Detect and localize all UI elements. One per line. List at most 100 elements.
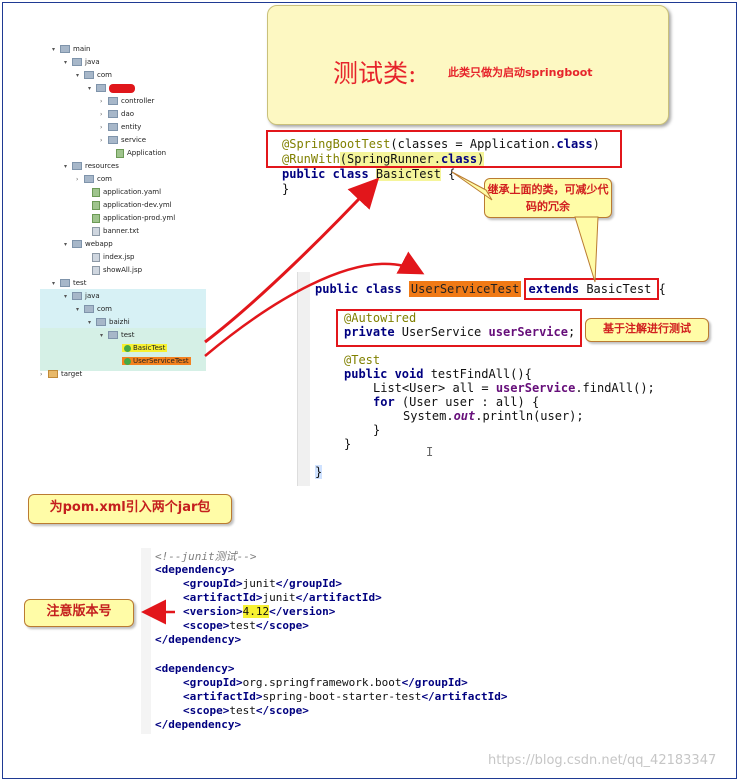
tree-item-application[interactable]: Application bbox=[108, 147, 166, 160]
code-line: public void testFindAll(){ bbox=[344, 367, 532, 381]
yaml-file-icon bbox=[92, 213, 100, 223]
code-line: @SpringBootTest(classes = Application.cl… bbox=[282, 137, 600, 151]
code-line: <artifactId>junit</artifactId> bbox=[183, 591, 382, 604]
jsp-file-icon bbox=[92, 252, 100, 262]
tree-item-webapp[interactable]: ▾webapp bbox=[64, 240, 113, 248]
code-line: private UserService userService; bbox=[344, 325, 576, 339]
extends-highlight-box bbox=[524, 278, 659, 300]
tree-item-entity[interactable]: ›entity bbox=[100, 123, 142, 131]
code-line: <scope>test</scope> bbox=[183, 619, 309, 632]
tree-item-resources-com[interactable]: ›com bbox=[76, 175, 112, 183]
watermark: https://blog.csdn.net/qq_42183347 bbox=[488, 753, 717, 768]
code-line: public class UserServiceTest extends Bas… bbox=[315, 281, 666, 297]
pom-code: <!--junit测试--> <dependency> <groupId>jun… bbox=[133, 545, 565, 735]
annotation-highlight-box bbox=[266, 130, 622, 168]
class-icon bbox=[124, 357, 131, 365]
code-line: List<User> all = userService.findAll(); bbox=[373, 381, 655, 395]
code-line: System.out.println(user); bbox=[403, 409, 584, 423]
note-title: 测试类: bbox=[333, 59, 417, 88]
pom-callout: 为pom.xml引入两个jar包 bbox=[28, 494, 232, 524]
code-line: <groupId>junit</groupId> bbox=[183, 577, 342, 590]
code-line: <groupId>org.springframework.boot</group… bbox=[183, 676, 468, 689]
userservicetest-code: public class UserServiceTest extends Bas… bbox=[297, 272, 686, 486]
tree-item-target[interactable]: ›target bbox=[40, 370, 83, 378]
tree-item-controller[interactable]: ›controller bbox=[100, 97, 155, 105]
code-line: <!--junit测试--> bbox=[155, 550, 257, 563]
tree-item-application-prod[interactable]: application-prod.yml bbox=[84, 212, 175, 225]
tree-item-showall-jsp[interactable]: showAll.jsp bbox=[84, 264, 142, 277]
annotation-callout: 基于注解进行测试 bbox=[585, 318, 709, 342]
code-line: } bbox=[373, 423, 381, 437]
arrow-basictest-to-code bbox=[204, 177, 380, 344]
package-icon bbox=[108, 136, 118, 144]
code-line: <scope>test</scope> bbox=[183, 704, 309, 717]
tree-item-application-dev[interactable]: application-dev.yml bbox=[84, 199, 172, 212]
code-line: <version>4.12</version> bbox=[183, 605, 336, 618]
code-line: } bbox=[315, 465, 323, 479]
package-icon bbox=[108, 97, 118, 105]
tree-item-java[interactable]: ▾java bbox=[64, 58, 100, 66]
inherit-callout: 继承上面的类，可减少代码的冗余 bbox=[484, 178, 612, 218]
code-line: } bbox=[282, 182, 290, 196]
tree-item-baizhi[interactable]: ▾baizhi bbox=[88, 318, 130, 326]
tree-item-test[interactable]: ▾test bbox=[52, 279, 87, 287]
text-cursor: I bbox=[426, 445, 434, 459]
project-tree: ▾main ▾java ▾com ▾ ›controller ›dao ›ent… bbox=[38, 40, 206, 382]
tree-item-dao[interactable]: ›dao bbox=[100, 110, 135, 118]
code-line: @Autowired bbox=[344, 311, 417, 325]
package-icon bbox=[108, 110, 118, 118]
package-icon bbox=[84, 175, 94, 183]
class-icon bbox=[124, 344, 131, 352]
folder-icon bbox=[72, 58, 82, 66]
code-line: <dependency> bbox=[155, 563, 235, 576]
package-icon bbox=[108, 331, 118, 339]
note-subtitle: 此类只做为启动springboot bbox=[448, 66, 593, 79]
code-line: @RunWith(SpringRunner.class) bbox=[282, 152, 485, 166]
package-icon bbox=[84, 71, 94, 79]
folder-icon bbox=[48, 370, 58, 378]
spring-class-icon bbox=[116, 148, 124, 158]
code-line: @Test bbox=[344, 353, 381, 367]
version-callout: 注意版本号 bbox=[24, 599, 134, 627]
tree-item-redacted-package[interactable]: ▾ bbox=[88, 82, 135, 95]
folder-icon bbox=[72, 162, 82, 170]
tree-item-application-yaml[interactable]: application.yaml bbox=[84, 186, 161, 199]
code-line: </dependency> bbox=[155, 718, 242, 731]
tree-item-basictest[interactable]: BasicTest bbox=[122, 342, 168, 355]
package-icon bbox=[96, 84, 106, 92]
tree-item-index-jsp[interactable]: index.jsp bbox=[84, 251, 134, 264]
code-line: for (User user : all) { bbox=[373, 395, 540, 409]
editor-gutter bbox=[141, 548, 151, 734]
code-line: } bbox=[344, 437, 352, 451]
tree-item-service[interactable]: ›service bbox=[100, 136, 147, 144]
yaml-file-icon bbox=[92, 200, 100, 210]
folder-icon bbox=[60, 45, 70, 53]
test-class-note: 测试类: 此类只做为启动springboot bbox=[267, 5, 669, 125]
jsp-file-icon bbox=[92, 265, 100, 275]
editor-gutter bbox=[298, 272, 310, 486]
code-line: </dependency> bbox=[155, 633, 242, 646]
tree-item-banner[interactable]: banner.txt bbox=[84, 225, 139, 238]
autowired-highlight-box bbox=[336, 309, 582, 347]
tree-item-userservicetest[interactable]: UserServiceTest bbox=[122, 355, 191, 368]
code-line: <dependency> bbox=[155, 662, 235, 675]
tree-item-com[interactable]: ▾com bbox=[76, 71, 112, 79]
package-icon bbox=[108, 123, 118, 131]
package-icon bbox=[84, 305, 94, 313]
folder-icon bbox=[60, 279, 70, 287]
callout-pointer-down bbox=[574, 216, 599, 283]
code-line: <artifactId>spring-boot-starter-test</ar… bbox=[183, 690, 508, 703]
tree-item-resources[interactable]: ▾resources bbox=[64, 162, 119, 170]
basictest-code: @SpringBootTest(classes = Application.cl… bbox=[270, 132, 640, 202]
tree-item-main[interactable]: ▾main bbox=[52, 45, 91, 53]
folder-icon bbox=[72, 292, 82, 300]
code-line: public class BasicTest { bbox=[282, 167, 456, 181]
folder-icon bbox=[72, 240, 82, 248]
yaml-file-icon bbox=[92, 187, 100, 197]
tree-item-test-java[interactable]: ▾java bbox=[64, 292, 100, 300]
text-file-icon bbox=[92, 226, 100, 236]
tree-item-test-pkg[interactable]: ▾test bbox=[100, 331, 135, 339]
tree-item-test-com[interactable]: ▾com bbox=[76, 305, 112, 313]
redacted-mark bbox=[109, 83, 135, 93]
